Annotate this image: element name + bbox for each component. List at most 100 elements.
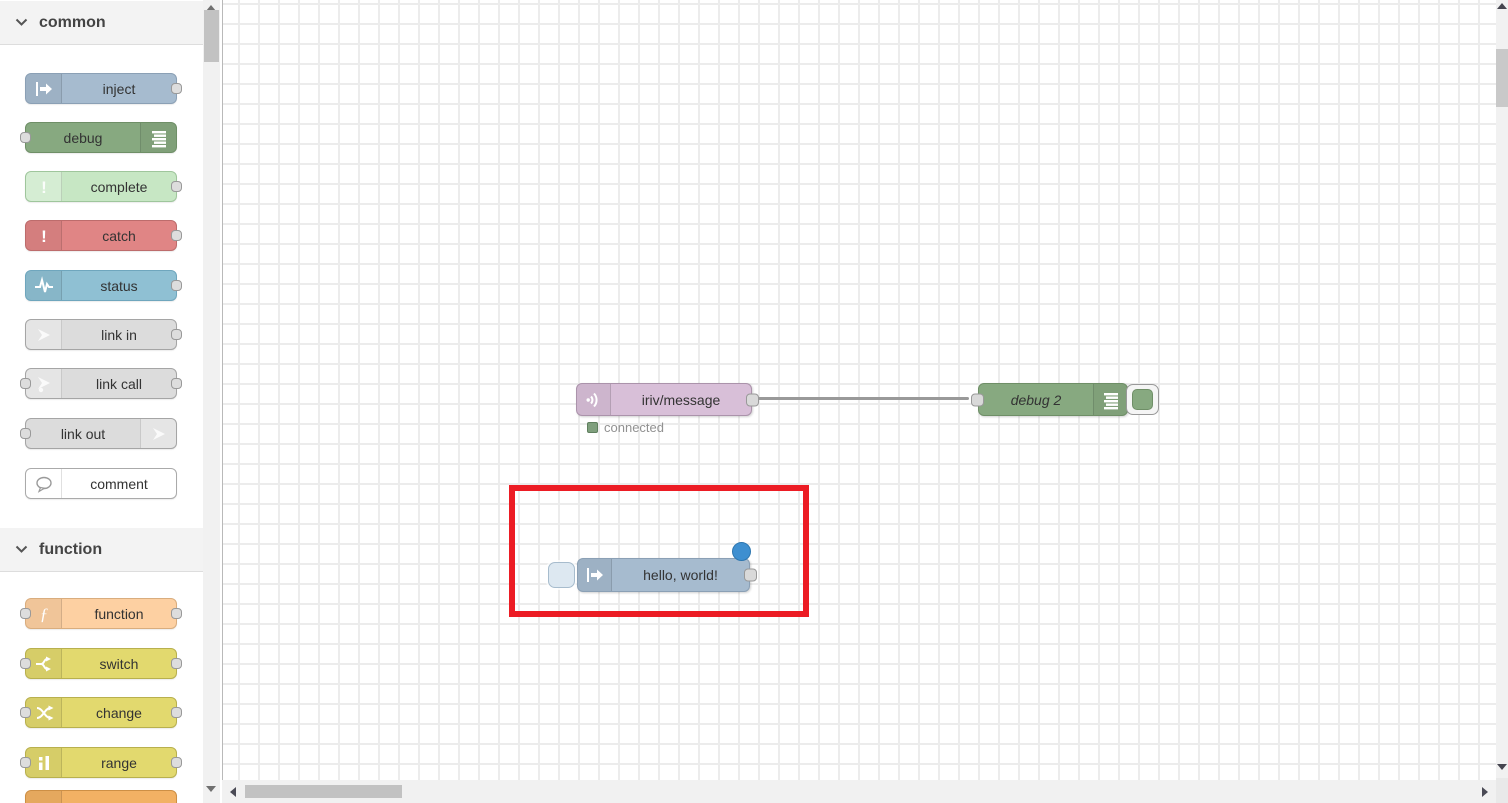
category-label: function — [39, 540, 103, 558]
input-port — [20, 757, 31, 768]
category-label: common — [39, 13, 106, 31]
input-port — [20, 658, 31, 669]
input-port — [20, 132, 31, 143]
output-port — [171, 608, 182, 619]
palette-node-link-in[interactable]: link in — [25, 319, 182, 350]
palette-node-catch[interactable]: ! catch — [25, 220, 182, 251]
palette-node-label: link out — [60, 425, 106, 442]
palette-node-link-call[interactable]: link call — [20, 368, 182, 399]
input-port — [20, 428, 31, 439]
svg-text:ƒ: ƒ — [39, 604, 48, 623]
output-port — [171, 83, 182, 94]
switch-branch-icon — [26, 649, 62, 678]
palette-scrollbar-thumb[interactable] — [204, 10, 219, 62]
palette-node-label: complete — [90, 178, 148, 195]
inject-button[interactable] — [548, 562, 575, 588]
palette-node-label: link in — [101, 326, 137, 343]
function-f-icon: ƒ — [26, 599, 62, 628]
status-text: connected — [604, 420, 664, 435]
palette-node-change[interactable]: change — [20, 697, 182, 728]
palette-scrollbar[interactable] — [203, 0, 220, 803]
node-mqtt-in[interactable]: iriv/message — [576, 383, 759, 416]
inject-arrow-icon — [578, 559, 612, 591]
output-port — [171, 230, 182, 241]
debug-list-icon — [1093, 384, 1127, 415]
output-port — [171, 181, 182, 192]
horizontal-scrollbar-thumb[interactable] — [245, 785, 402, 798]
svg-text:!: ! — [41, 227, 47, 246]
highlight-rectangle — [509, 485, 809, 617]
output-port — [171, 329, 182, 340]
flow-canvas[interactable]: iriv/message connected debug 2 he — [222, 0, 1496, 780]
palette-node-comment[interactable]: comment — [25, 468, 177, 499]
scrollbar-corner — [1496, 778, 1508, 803]
link-arrow-icon — [26, 320, 62, 349]
palette-node-label: debug — [63, 129, 103, 146]
palette-category-common[interactable]: common — [0, 1, 203, 45]
inject-arrow-icon — [26, 74, 62, 103]
palette-node-label: comment — [90, 475, 148, 492]
pulse-icon — [26, 271, 62, 300]
debug-list-icon — [140, 123, 176, 152]
scroll-up-arrow-icon[interactable] — [206, 5, 216, 11]
palette-node-label: inject — [102, 80, 136, 97]
output-port[interactable] — [746, 393, 759, 406]
output-port — [171, 378, 182, 389]
palette-category-function[interactable]: function — [0, 528, 203, 572]
debug-toggle-indicator — [1132, 389, 1153, 410]
palette-node-label: range — [101, 754, 137, 771]
palette-node-clipped[interactable] — [25, 790, 177, 803]
comment-bubble-icon — [26, 469, 62, 498]
palette-node-switch[interactable]: switch — [20, 648, 182, 679]
output-port — [171, 707, 182, 718]
node-icon — [26, 791, 62, 803]
node-label: iriv/message — [641, 391, 721, 408]
palette-node-label: link call — [96, 375, 142, 392]
palette-node-link-out[interactable]: link out — [20, 418, 177, 449]
change-swap-icon — [26, 698, 62, 727]
palette-node-debug[interactable]: debug — [20, 122, 177, 153]
chevron-down-icon — [15, 18, 28, 26]
input-port — [20, 707, 31, 718]
output-port — [171, 280, 182, 291]
debug-enable-toggle[interactable] — [1126, 384, 1159, 415]
output-port — [171, 757, 182, 768]
changed-indicator-dot — [732, 542, 751, 561]
chevron-down-icon — [15, 545, 28, 553]
link-arrow-icon — [26, 369, 62, 398]
scroll-down-arrow-icon[interactable] — [1497, 764, 1507, 770]
palette-node-status[interactable]: status — [25, 270, 182, 301]
palette-node-function[interactable]: ƒ function — [20, 598, 182, 629]
palette-node-label: function — [94, 605, 144, 622]
palette-node-label: status — [100, 277, 138, 294]
input-port — [20, 378, 31, 389]
exclamation-icon: ! — [26, 221, 62, 250]
input-port[interactable] — [971, 393, 984, 406]
palette-node-label: change — [96, 704, 142, 721]
node-debug-2[interactable]: debug 2 — [971, 383, 1128, 416]
wire[interactable] — [758, 397, 969, 400]
exclamation-icon: ! — [26, 172, 62, 201]
palette-node-range[interactable]: range — [20, 747, 182, 778]
palette-node-label: switch — [99, 655, 139, 672]
svg-text:!: ! — [41, 178, 47, 197]
scroll-left-arrow-icon[interactable] — [230, 787, 236, 797]
output-port[interactable] — [744, 568, 757, 582]
scroll-right-arrow-icon[interactable] — [1482, 787, 1488, 797]
palette-node-complete[interactable]: ! complete — [25, 171, 182, 202]
range-scale-icon — [26, 748, 62, 777]
palette-node-inject[interactable]: inject — [25, 73, 182, 104]
vertical-scrollbar-thumb[interactable] — [1496, 49, 1508, 107]
node-inject-hello-world[interactable]: hello, world! — [577, 558, 757, 592]
scroll-down-arrow-icon[interactable] — [206, 786, 216, 792]
status-dot-icon — [587, 422, 598, 433]
scroll-up-arrow-icon[interactable] — [1497, 3, 1507, 9]
input-port — [20, 608, 31, 619]
canvas-vertical-scrollbar[interactable] — [1496, 0, 1508, 778]
node-label: hello, world! — [643, 567, 718, 583]
link-arrow-icon — [140, 419, 176, 448]
radio-waves-icon — [577, 384, 611, 415]
canvas-horizontal-scrollbar[interactable] — [222, 780, 1496, 803]
node-status: connected — [587, 420, 664, 435]
